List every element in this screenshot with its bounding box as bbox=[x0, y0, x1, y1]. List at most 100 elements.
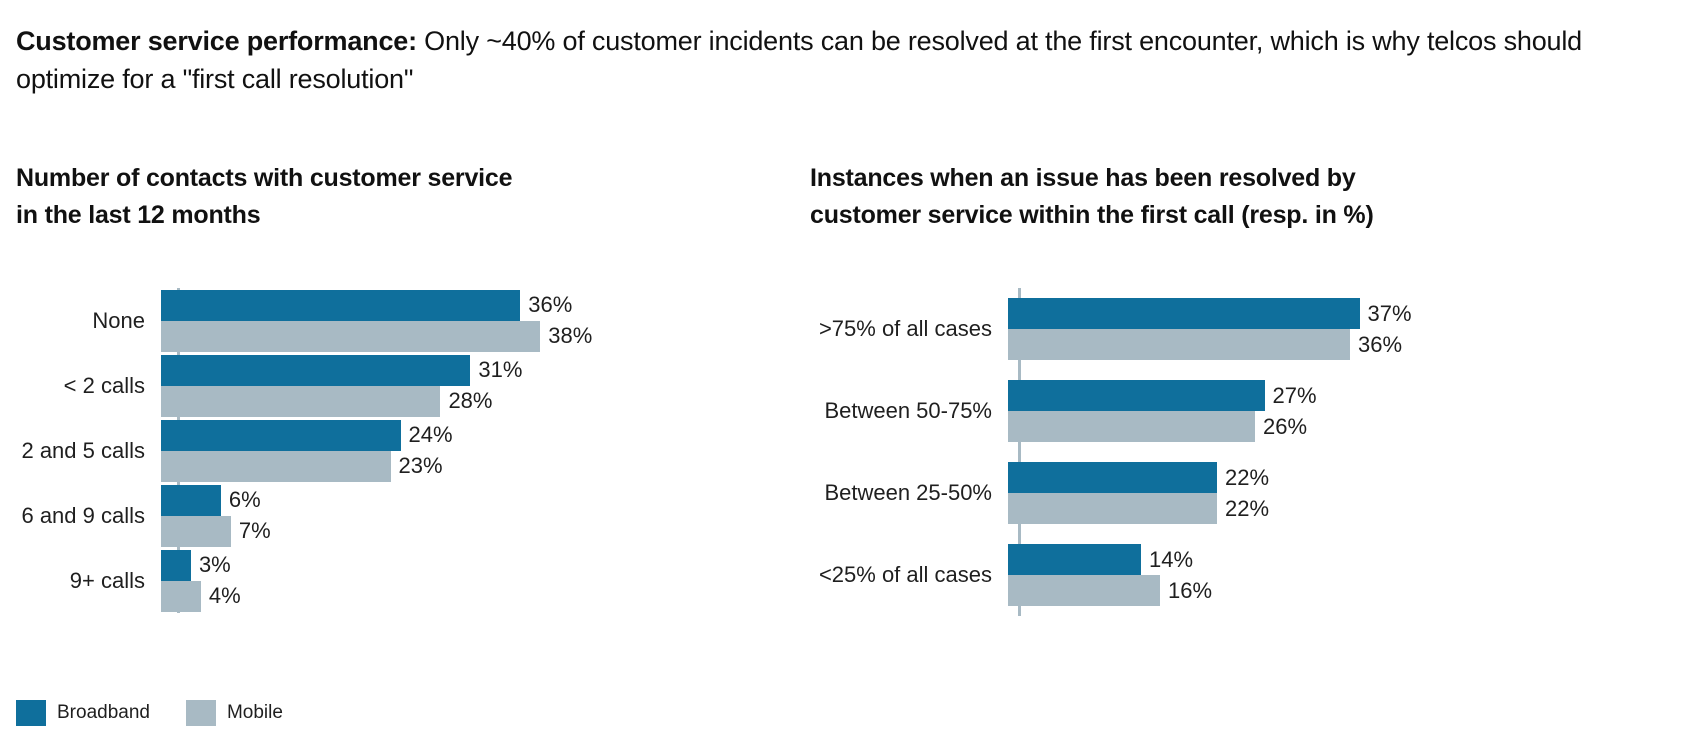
chart-legend: Broadband Mobile bbox=[16, 700, 283, 726]
bar-group: 14%16% bbox=[1008, 544, 1670, 606]
chart-title-first-call: Instances when an issue has been resolve… bbox=[810, 164, 1374, 229]
bar-broadband[interactable] bbox=[1008, 544, 1141, 575]
bar-row: 27% bbox=[1008, 380, 1670, 411]
bar-broadband[interactable] bbox=[161, 354, 471, 386]
bar-group: 27%26% bbox=[1008, 380, 1670, 442]
bar-value-label: 7% bbox=[238, 518, 271, 543]
bar-broadband[interactable] bbox=[161, 289, 521, 321]
bar-broadband[interactable] bbox=[161, 419, 401, 451]
bar-value-label: 4% bbox=[208, 583, 241, 608]
category-label: 9+ calls bbox=[69, 567, 145, 593]
legend-item-broadband[interactable]: Broadband bbox=[16, 700, 150, 726]
chart-group: Between 50-75%27%26% bbox=[810, 370, 1670, 452]
bar-value-label: 3% bbox=[198, 552, 231, 577]
bar-mobile[interactable] bbox=[1008, 493, 1217, 524]
page-headline: Customer service performance: Only ~40% … bbox=[16, 22, 1656, 98]
bar-mobile[interactable] bbox=[1008, 411, 1255, 442]
chart-axis-line bbox=[1018, 288, 1021, 616]
bar-mobile[interactable] bbox=[161, 450, 391, 482]
bar-row: 23% bbox=[161, 450, 806, 482]
category-label: < 2 calls bbox=[63, 372, 145, 398]
bar-row: 24% bbox=[161, 419, 806, 451]
bar-row: 6% bbox=[161, 484, 806, 516]
bar-value-label: 28% bbox=[448, 388, 493, 413]
bar-broadband[interactable] bbox=[161, 484, 221, 516]
legend-item-mobile[interactable]: Mobile bbox=[185, 700, 283, 726]
legend-swatch-icon bbox=[16, 700, 46, 726]
bar-group: 3%4% bbox=[161, 549, 806, 612]
bar-row: 28% bbox=[161, 385, 806, 417]
bar-mobile[interactable] bbox=[161, 320, 541, 352]
legend-label: Broadband bbox=[57, 702, 150, 723]
bar-row: 22% bbox=[1008, 462, 1670, 493]
bar-broadband[interactable] bbox=[1008, 298, 1360, 329]
category-label: <25% of all cases bbox=[818, 562, 992, 587]
bar-row: 7% bbox=[161, 515, 806, 547]
bar-value-label: 27% bbox=[1272, 382, 1317, 408]
bar-row: 22% bbox=[1008, 493, 1670, 524]
bar-value-label: 31% bbox=[478, 357, 523, 382]
category-label: 6 and 9 calls bbox=[21, 502, 145, 528]
bar-row: 37% bbox=[1008, 298, 1670, 329]
bar-value-label: 38% bbox=[548, 323, 593, 348]
bar-value-label: 24% bbox=[408, 422, 453, 447]
bar-broadband[interactable] bbox=[1008, 462, 1217, 493]
bar-mobile[interactable] bbox=[1008, 575, 1160, 606]
bar-mobile[interactable] bbox=[1008, 329, 1350, 360]
bar-group: 6%7% bbox=[161, 484, 806, 547]
bar-value-label: 22% bbox=[1225, 464, 1270, 490]
bar-value-label: 36% bbox=[1358, 331, 1403, 357]
headline-lead: Customer service performance: bbox=[16, 26, 417, 56]
bar-mobile[interactable] bbox=[161, 580, 201, 612]
bar-value-label: 6% bbox=[228, 487, 261, 512]
legend-swatch-icon bbox=[185, 700, 216, 726]
category-label: Between 25-50% bbox=[824, 480, 992, 505]
bar-row: 31% bbox=[161, 354, 806, 386]
bar-value-label: 22% bbox=[1225, 495, 1270, 521]
legend-label: Mobile bbox=[226, 702, 283, 723]
chart-group: Between 25-50%22%22% bbox=[810, 452, 1670, 534]
bar-group: 22%22% bbox=[1008, 462, 1670, 524]
category-label: 2 and 5 calls bbox=[21, 437, 145, 463]
bar-row: 4% bbox=[161, 580, 806, 612]
bar-value-label: 36% bbox=[528, 292, 573, 317]
bar-group: 37%36% bbox=[1008, 298, 1670, 360]
category-label: >75% of all cases bbox=[818, 316, 992, 341]
bar-group: 36%38% bbox=[161, 289, 806, 352]
bar-broadband[interactable] bbox=[1008, 380, 1265, 411]
bar-value-label: 16% bbox=[1168, 577, 1213, 603]
bar-row: 14% bbox=[1008, 544, 1670, 575]
bar-broadband[interactable] bbox=[161, 549, 191, 581]
bar-value-label: 14% bbox=[1149, 546, 1194, 572]
bar-row: 36% bbox=[161, 289, 806, 321]
bar-row: 16% bbox=[1008, 575, 1670, 606]
bar-group: 31%28% bbox=[161, 354, 806, 417]
category-label: None bbox=[92, 307, 145, 333]
bar-row: 3% bbox=[161, 549, 806, 581]
headline-rest: Only ~40% of customer incidents can be r… bbox=[16, 26, 1582, 94]
bar-row: 38% bbox=[161, 320, 806, 352]
category-label: Between 50-75% bbox=[824, 398, 992, 423]
bar-value-label: 26% bbox=[1263, 413, 1308, 439]
bar-row: 26% bbox=[1008, 411, 1670, 442]
bar-value-label: 37% bbox=[1367, 300, 1412, 326]
bar-group: 24%23% bbox=[161, 419, 806, 482]
bar-mobile[interactable] bbox=[161, 515, 231, 547]
bar-row: 36% bbox=[1008, 329, 1670, 360]
chart-title-contacts: Number of contacts with customer service… bbox=[16, 164, 513, 229]
chart-panel-contacts: Number of contacts with customer service… bbox=[16, 160, 806, 613]
bar-value-label: 23% bbox=[398, 453, 443, 478]
chart-panel-first-call: Instances when an issue has been resolve… bbox=[810, 160, 1670, 616]
bar-mobile[interactable] bbox=[161, 385, 441, 417]
